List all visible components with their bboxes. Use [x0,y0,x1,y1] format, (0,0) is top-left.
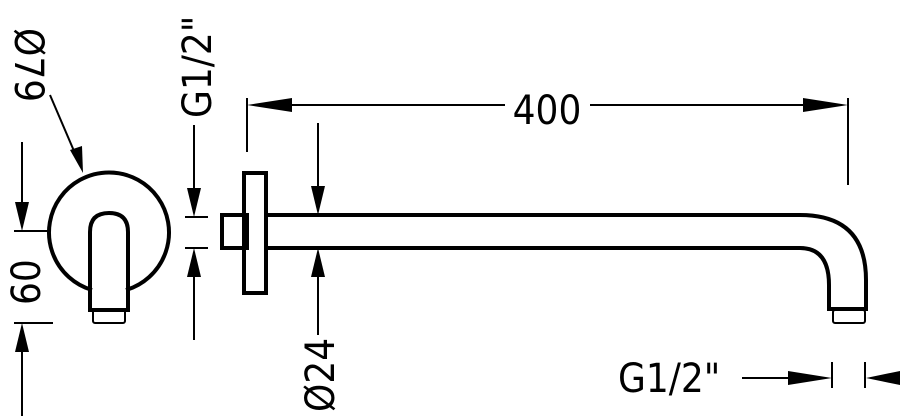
arm-length-label: 400 [513,88,582,134]
plate-diameter-dimension: Ø79 [5,28,83,173]
side-view [220,171,868,324]
plate-diameter-label: Ø79 [5,28,51,102]
inlet-thread-dimension: G1/2" [175,16,221,340]
flange [242,171,268,295]
lever-height-dimension: 60 [4,142,53,416]
outlet-thread-dimension: G1/2" [618,356,900,402]
arm-diameter-label: Ø24 [298,338,344,412]
shower-arm [266,213,868,311]
lever-outline [88,210,130,312]
arm-length-dimension: 400 [246,88,849,185]
lever-nut [92,309,126,324]
inlet-thread-label: G1/2" [175,16,221,118]
outlet-nut [832,309,866,324]
wall-plate-outline [47,170,171,292]
lever-height-label: 60 [4,259,50,305]
front-view [47,170,171,324]
arm-diameter-dimension: Ø24 [298,123,344,412]
outlet-thread-label: G1/2" [618,356,720,402]
inlet-stub [220,213,249,250]
